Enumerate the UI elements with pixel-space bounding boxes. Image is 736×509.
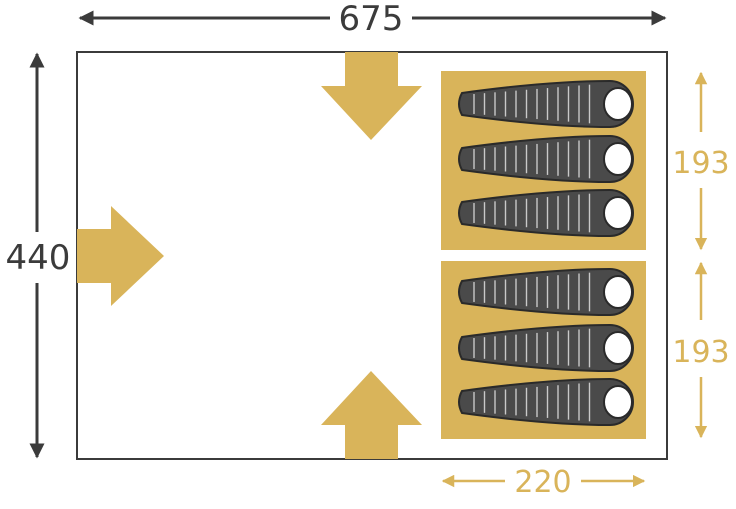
- sleeping-bag-icon: [458, 79, 634, 129]
- bedroom-top-label: 193: [672, 146, 729, 181]
- entrance-left-arrow: [77, 206, 164, 306]
- bedroom-bottom-label: 193: [672, 335, 729, 370]
- sleeping-bag-icon: [458, 377, 634, 427]
- entrance-bottom-arrow: [321, 371, 422, 459]
- sleeping-bag-icon: [458, 323, 634, 373]
- width-label: 675: [339, 0, 404, 39]
- bedroom-width-label: 220: [514, 465, 571, 500]
- sleeping-bag-icon: [458, 267, 634, 317]
- depth-label: 440: [6, 238, 71, 278]
- sleeping-bag-icon: [458, 188, 634, 238]
- entrance-top-arrow: [321, 52, 422, 140]
- sleeping-bags: [458, 79, 634, 427]
- sleeping-bag-icon: [458, 134, 634, 184]
